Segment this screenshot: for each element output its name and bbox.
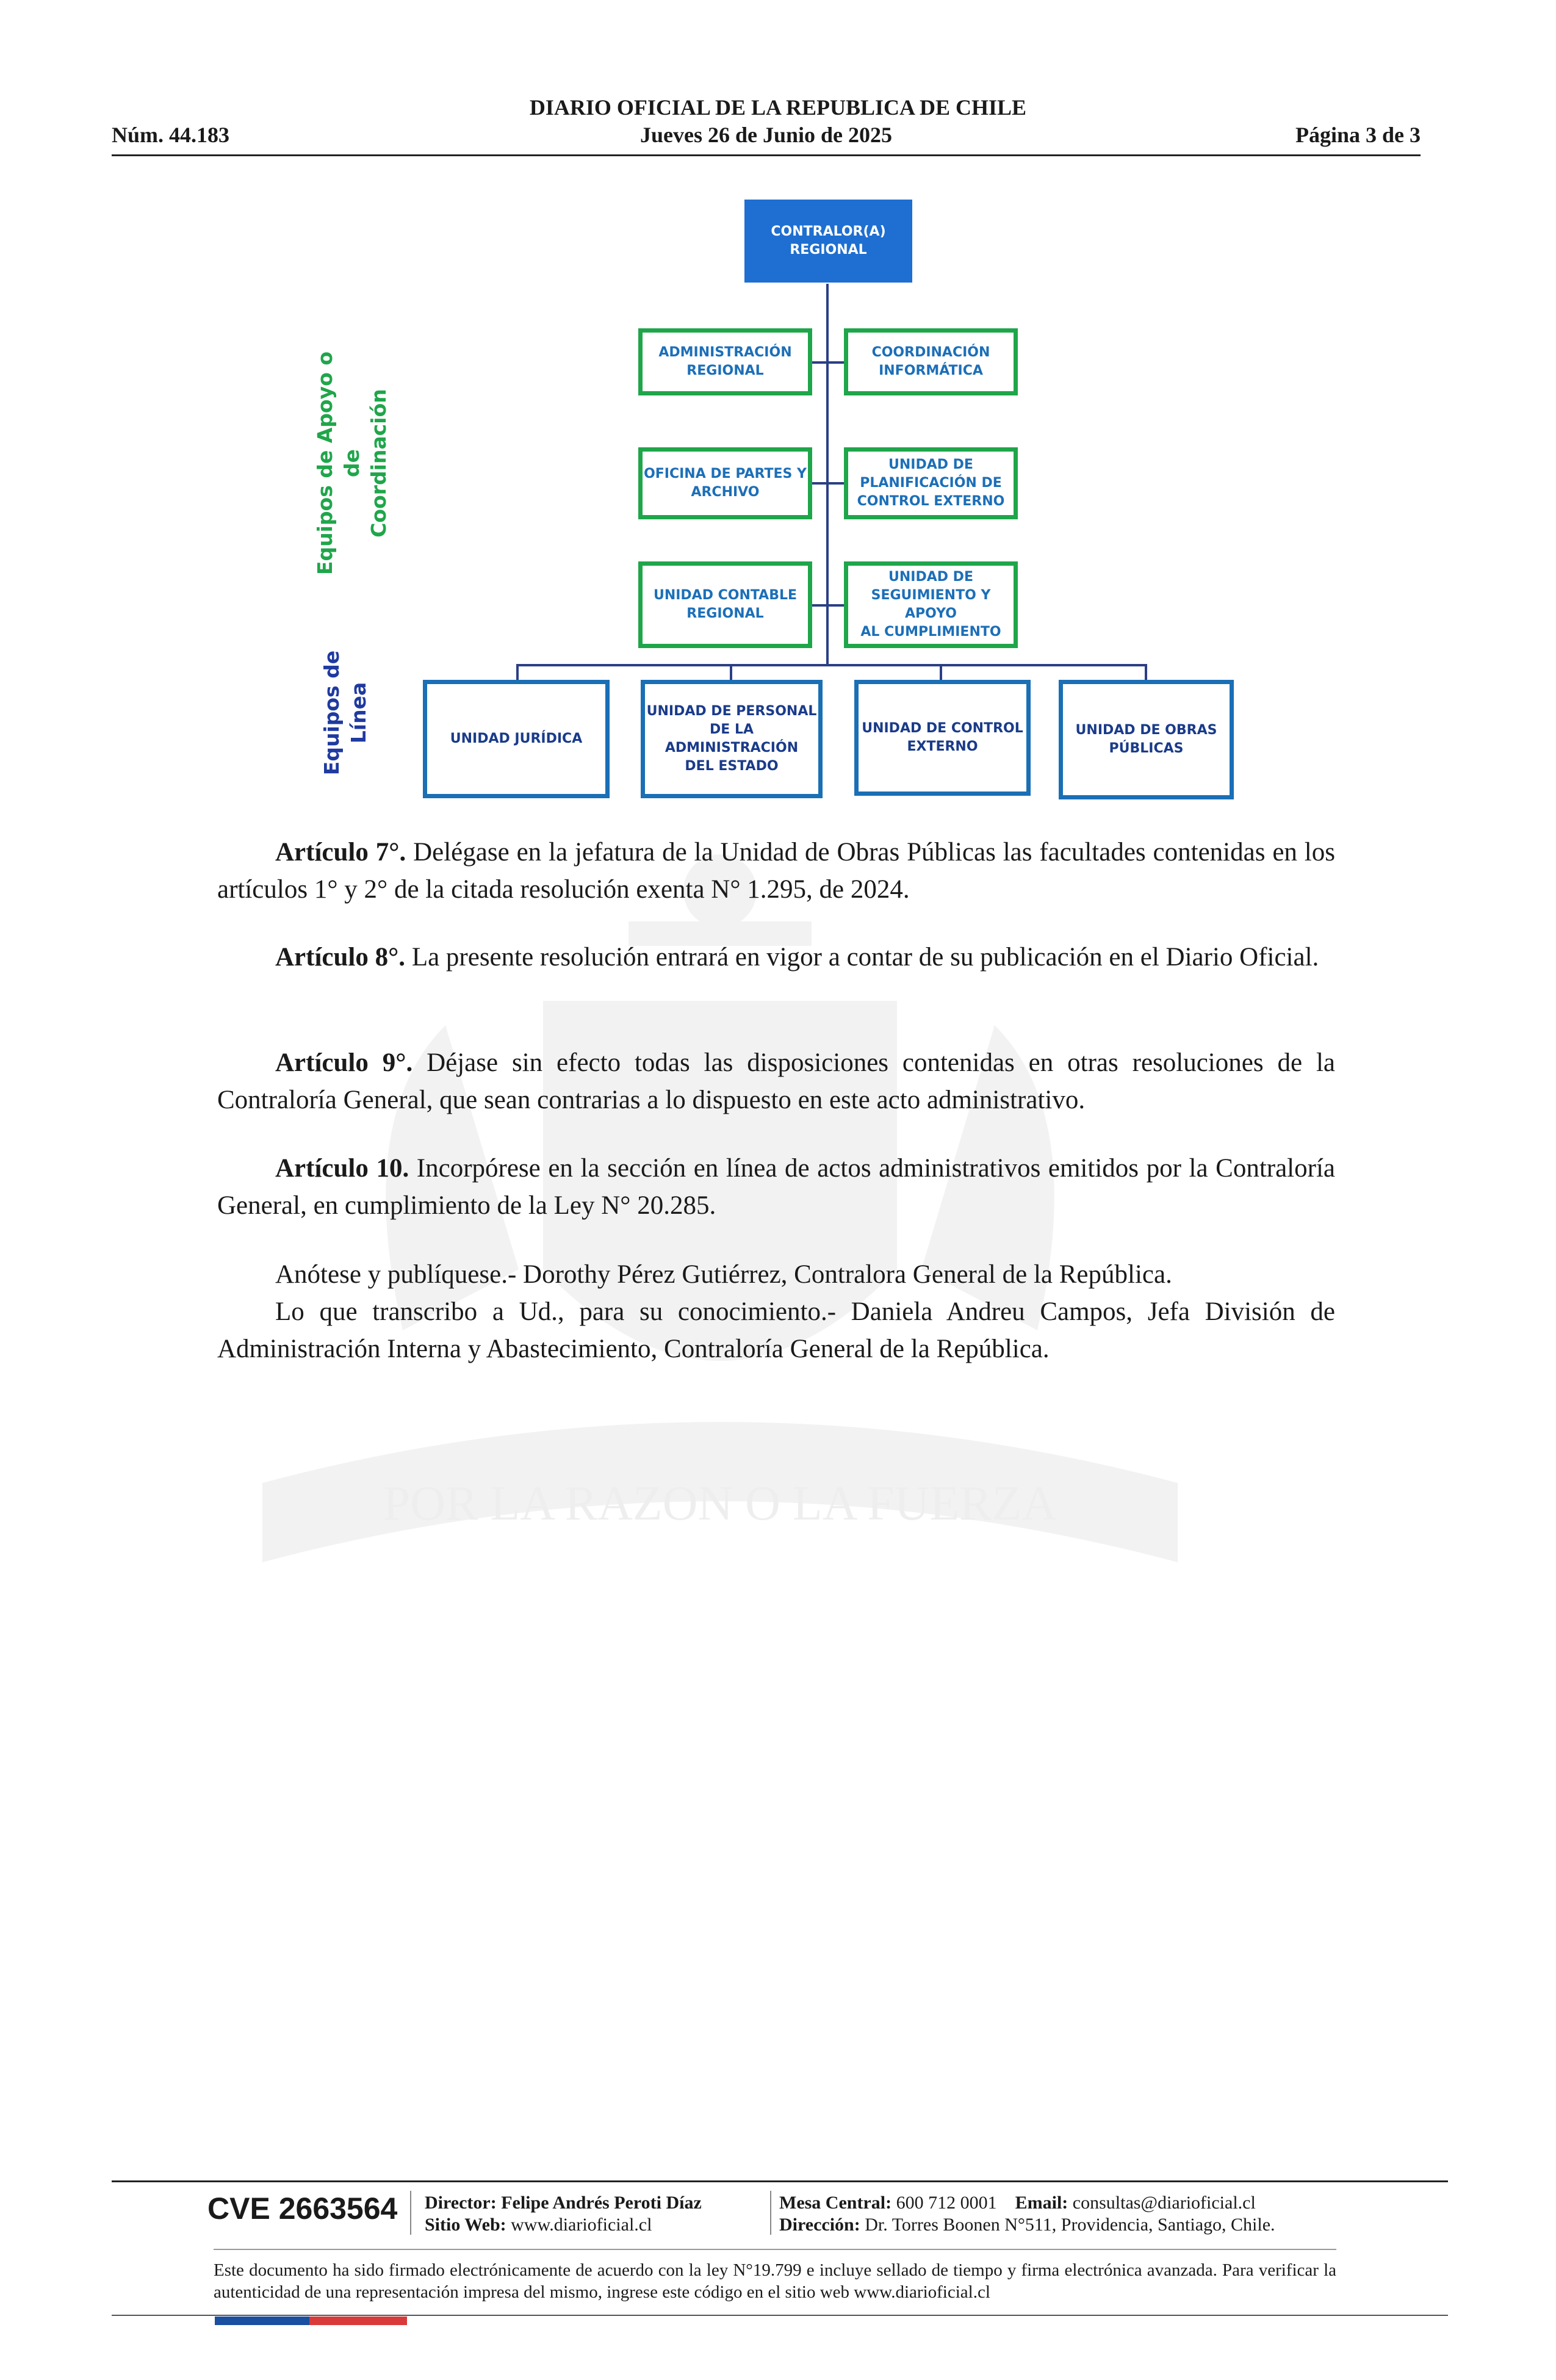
- connector-drop-2: [730, 664, 732, 681]
- closing-paragraph-2: Lo que transcribo a Ud., para su conocim…: [217, 1293, 1335, 1368]
- issue-date: Jueves 26 de Junio de 2025: [639, 123, 893, 147]
- coat-of-arms-watermark: POR LA RAZON O LA FUERZA: [262, 854, 1178, 1562]
- org-box-personal: UNIDAD DE PERSONAL DE LA ADMINISTRACIÓN …: [641, 680, 823, 798]
- org-box-control-externo: UNIDAD DE CONTROL EXTERNO: [854, 680, 1031, 796]
- director-name: Felipe Andrés Peroti Díaz: [501, 2193, 702, 2213]
- org-chart: CONTRALOR(A) REGIONAL ADMINISTRACIÓN REG…: [0, 0, 1556, 818]
- article-8-heading: Artículo 8°.: [275, 943, 406, 972]
- footer-divider-bottom: [112, 2315, 1448, 2316]
- footer-divider-top: [112, 2180, 1448, 2182]
- org-box-juridica: UNIDAD JURÍDICA: [423, 680, 610, 798]
- org-box-seguimiento: UNIDAD DE SEGUIMIENTO Y APOYO AL CUMPLIM…: [844, 561, 1018, 648]
- footer-separator-1: [410, 2191, 411, 2235]
- page-number: Página 3 de 3: [1295, 123, 1421, 147]
- org-box-coordinacion-informatica: COORDINACIÓN INFORMÁTICA: [844, 328, 1018, 395]
- article-9-text: Déjase sin efecto todas las disposicione…: [217, 1048, 1335, 1114]
- org-box-contralor: CONTRALOR(A) REGIONAL: [744, 200, 912, 283]
- director-label: Director:: [425, 2193, 497, 2213]
- line-teams-label: Equipos de Línea: [320, 650, 370, 776]
- article-9: Artículo 9°. Déjase sin efecto todas las…: [217, 1044, 1335, 1119]
- org-box-contable: UNIDAD CONTABLE REGIONAL: [638, 561, 812, 648]
- org-box-obras-publicas: UNIDAD DE OBRAS PÚBLICAS: [1059, 680, 1234, 799]
- article-7-text: Delégase en la jefatura de la Unidad de …: [217, 838, 1335, 904]
- footer-separator-2: [770, 2191, 771, 2235]
- connector-main: [826, 284, 829, 665]
- article-10-heading: Artículo 10.: [275, 1154, 409, 1183]
- article-7-heading: Artículo 7°.: [275, 838, 406, 867]
- web-link[interactable]: www.diarioficial.cl: [511, 2215, 652, 2235]
- svg-text:POR LA RAZON O LA FUERZA: POR LA RAZON O LA FUERZA: [383, 1477, 1057, 1531]
- article-10: Artículo 10. Incorpórese en la sección e…: [217, 1150, 1335, 1224]
- email-label: Email:: [1015, 2193, 1068, 2213]
- mesa-label: Mesa Central:: [779, 2193, 892, 2213]
- closing-text-1: Anótese y publíquese.- Dorothy Pérez Gut…: [275, 1260, 1172, 1289]
- article-9-heading: Artículo 9°.: [275, 1048, 413, 1077]
- flag-red-segment: [309, 2317, 407, 2325]
- flag-stripe: [215, 2317, 407, 2325]
- closing-text-2: Lo que transcribo a Ud., para su conocim…: [217, 1297, 1335, 1363]
- connector-h1: [809, 361, 846, 364]
- connector-drop-1: [516, 664, 519, 681]
- web-label: Sitio Web:: [425, 2215, 506, 2235]
- connector-h3: [809, 604, 846, 607]
- footer-director-block: Director: Felipe Andrés Peroti Díaz Siti…: [425, 2192, 702, 2236]
- connector-drop-3: [940, 664, 942, 681]
- footer-divider-middle: [214, 2249, 1336, 2250]
- article-8: Artículo 8°. La presente resolución entr…: [217, 939, 1335, 976]
- newspaper-title: DIARIO OFICIAL DE LA REPUBLICA DE CHILE: [529, 95, 1027, 120]
- connector-h2: [809, 482, 846, 485]
- support-teams-label: Equipos de Apoyo o de Coordinación: [313, 351, 391, 575]
- closing-paragraph-1: Anótese y publíquese.- Dorothy Pérez Gut…: [217, 1256, 1335, 1293]
- signature-notice: Este documento ha sido firmado electróni…: [214, 2260, 1336, 2302]
- article-7: Artículo 7°. Delégase en la jefatura de …: [217, 834, 1335, 908]
- connector-bottom-bar: [516, 664, 1147, 666]
- header-row: Núm. 44.183 Jueves 26 de Junio de 2025 P…: [112, 122, 1421, 150]
- footer-contact-block: Mesa Central: 600 712 0001 Email: consul…: [779, 2192, 1275, 2236]
- connector-drop-4: [1145, 664, 1147, 681]
- org-box-administracion: ADMINISTRACIÓN REGIONAL: [638, 328, 812, 395]
- org-box-planificacion: UNIDAD DE PLANIFICACIÓN DE CONTROL EXTER…: [844, 447, 1018, 519]
- mesa-phone: 600 712 0001: [896, 2193, 997, 2213]
- org-box-oficina-partes: OFICINA DE PARTES Y ARCHIVO: [638, 447, 812, 519]
- article-8-text: La presente resolución entrará en vigor …: [405, 943, 1319, 972]
- header-divider: [112, 154, 1421, 156]
- email-link[interactable]: consultas@diarioficial.cl: [1072, 2193, 1256, 2213]
- issue-number: Núm. 44.183: [112, 123, 230, 147]
- article-10-text: Incorpórese en la sección en línea de ac…: [217, 1154, 1335, 1220]
- cve-code: CVE 2663564: [207, 2191, 398, 2226]
- address-label: Dirección:: [779, 2215, 860, 2235]
- flag-blue-segment: [215, 2317, 309, 2325]
- address-text: Dr. Torres Boonen N°511, Providencia, Sa…: [865, 2215, 1275, 2235]
